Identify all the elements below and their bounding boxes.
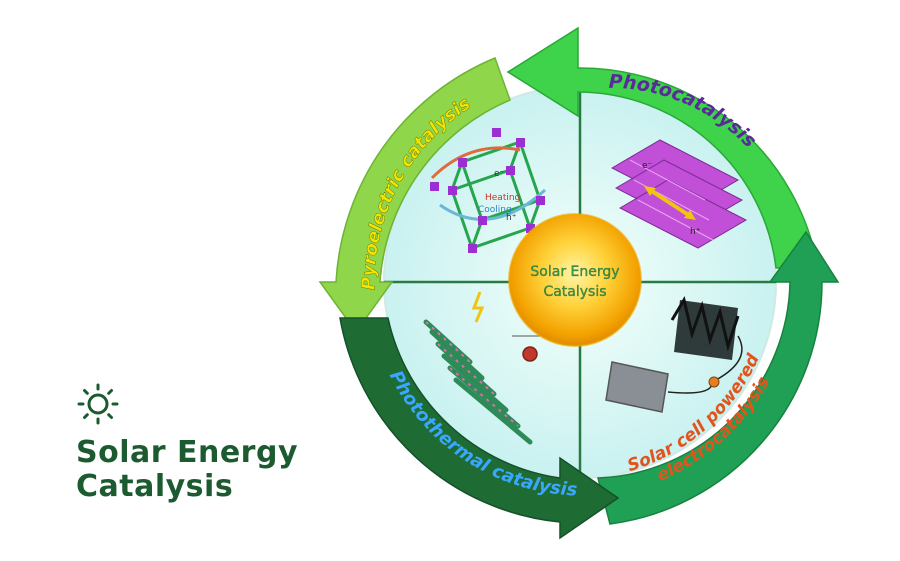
electron-text: e⁻ xyxy=(494,169,505,179)
solarcell-arrow xyxy=(597,230,840,525)
hole-text: h⁺ xyxy=(506,213,517,223)
center-title-line2: Catalysis xyxy=(543,284,606,300)
photocatalysis-crystal-illustration: e⁻ h⁺ xyxy=(610,139,748,249)
photothermal-nanostructure-illustration xyxy=(423,291,540,445)
brand-title-line2: Catalysis xyxy=(76,469,234,504)
center-sun: Solar Energy Catalysis xyxy=(508,213,642,347)
sun-icon xyxy=(77,383,119,425)
svg-text:h⁺: h⁺ xyxy=(690,227,701,237)
pyroelectric-cube-illustration: Heating Cooling e⁻ h⁺ xyxy=(430,128,547,253)
heating-text: Heating xyxy=(485,193,520,203)
svg-text:e⁻: e⁻ xyxy=(642,161,653,171)
brand-title: Solar Energy Catalysis xyxy=(76,436,298,504)
photocatalysis-arrow xyxy=(506,26,819,269)
pyroelectric-arrow xyxy=(318,57,511,334)
brand-block: Solar Energy Catalysis xyxy=(76,382,298,504)
cooling-text: Cooling xyxy=(478,205,512,215)
photothermal-arrow xyxy=(339,317,620,540)
center-title-line1: Solar Energy xyxy=(530,264,619,280)
brand-title-line1: Solar Energy xyxy=(76,435,299,470)
solarcell-electrode-illustration xyxy=(605,296,743,413)
